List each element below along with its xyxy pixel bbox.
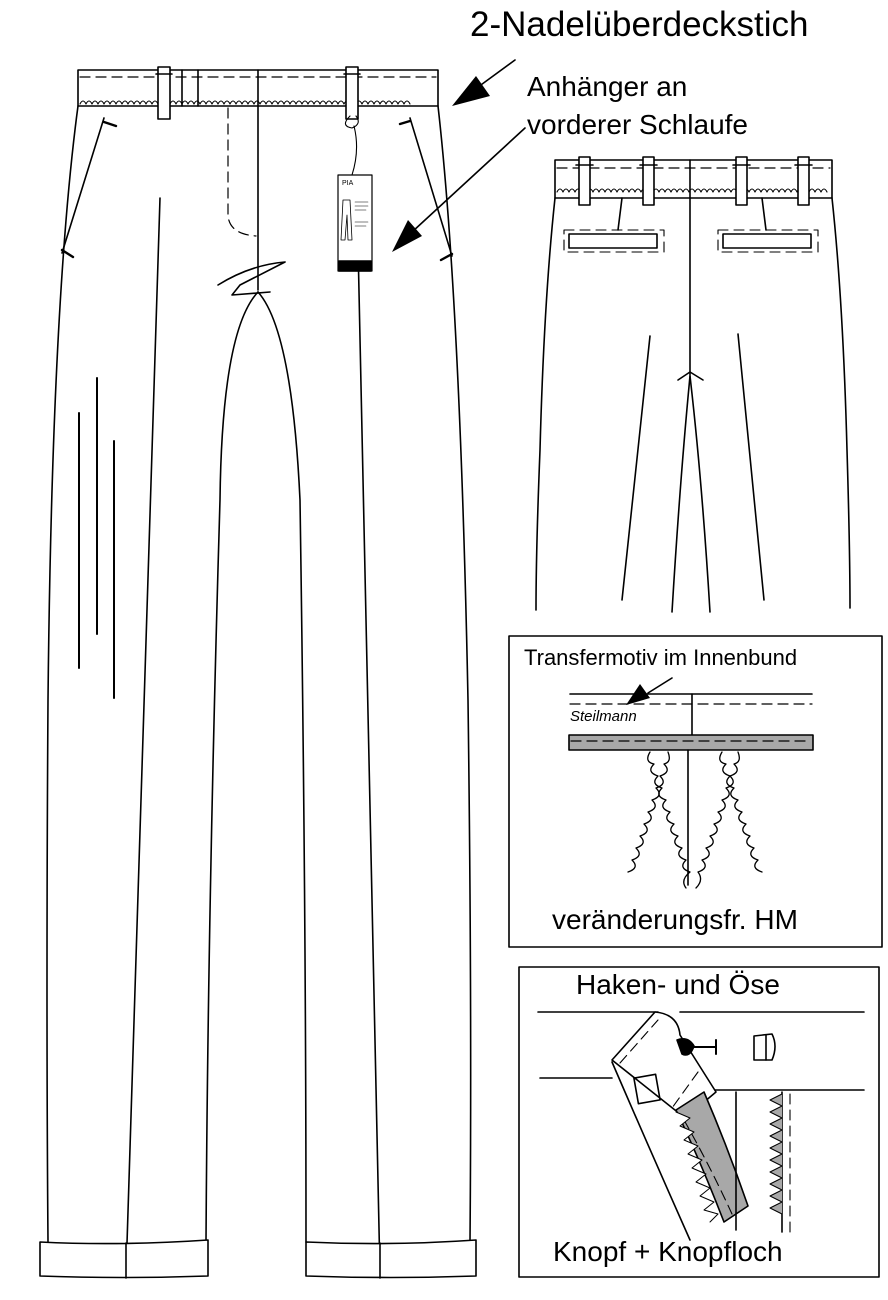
label-button-buttonhole: Knopf + Knopfloch <box>553 1236 783 1267</box>
label-coverstitch: 2-Nadelüberdeckstich <box>470 5 809 44</box>
arrow-coverstitch-head <box>452 76 490 106</box>
front-trousers <box>39 66 477 1279</box>
back-crease-left <box>621 335 651 601</box>
back-belt-loop-3 <box>735 156 748 206</box>
hangtag <box>337 174 373 272</box>
front-crease-right <box>356 197 381 1276</box>
annotation-arrows <box>392 59 526 252</box>
zipper-teeth-right <box>769 1093 783 1215</box>
hangtag-title: PIA <box>342 180 354 187</box>
front-pocket-right <box>409 117 453 257</box>
fly-stitching <box>227 107 257 237</box>
back-waistband <box>554 159 833 199</box>
inner-seam-right <box>719 751 763 873</box>
detail-closure-box <box>518 966 880 1278</box>
inner-waistband-band <box>568 734 814 751</box>
back-crease-right <box>737 333 765 601</box>
back-waistband-coverstitch <box>556 188 828 193</box>
back-belt-loop-2 <box>642 156 655 206</box>
closure-flap <box>611 1011 717 1119</box>
label-hangtag-line2: vorderer Schlaufe <box>527 109 749 140</box>
back-pocket-right <box>722 233 812 249</box>
arrow-hangtag-head <box>392 220 422 252</box>
label-hangtag-line1: Anhänger an <box>527 71 688 102</box>
front-crease-left <box>125 197 161 1276</box>
front-belt-loop-left <box>157 66 171 120</box>
detail-transfer-box <box>508 635 883 948</box>
inner-seam-left <box>647 751 691 889</box>
front-inseam-right <box>257 291 307 1243</box>
label-transfer-motif: Transfermotiv im Innenbund <box>524 645 798 670</box>
label-hem: veränderungsfr. HM <box>552 904 798 935</box>
front-cuff-right <box>305 1239 477 1279</box>
back-belt-loop-1 <box>578 156 591 206</box>
hangtag-string <box>344 115 359 176</box>
back-trousers <box>535 156 851 613</box>
back-belt-loop-4 <box>797 156 810 206</box>
fly-bartack <box>217 261 286 296</box>
back-inseam-right <box>689 375 711 613</box>
label-brand: Steilmann <box>570 708 637 725</box>
front-outer-right <box>437 105 472 1243</box>
back-inseam-left <box>671 375 691 613</box>
front-belt-loop-right <box>345 66 359 120</box>
front-cuff-left <box>39 1239 209 1279</box>
closure-curve <box>611 1061 691 1241</box>
front-inseam-left <box>205 291 259 1243</box>
arrow-transfer-head <box>626 684 650 705</box>
front-pocket-left <box>61 117 105 254</box>
back-pocket-left <box>568 233 658 249</box>
back-outer-left <box>535 197 556 611</box>
zipper-teeth-left <box>675 1111 719 1223</box>
back-outer-right <box>831 197 851 609</box>
buttonhole <box>633 1073 661 1105</box>
eye-hook <box>753 1033 776 1061</box>
front-outer-left <box>46 105 79 1243</box>
label-hook-and-eye: Haken- und Öse <box>576 969 780 1000</box>
